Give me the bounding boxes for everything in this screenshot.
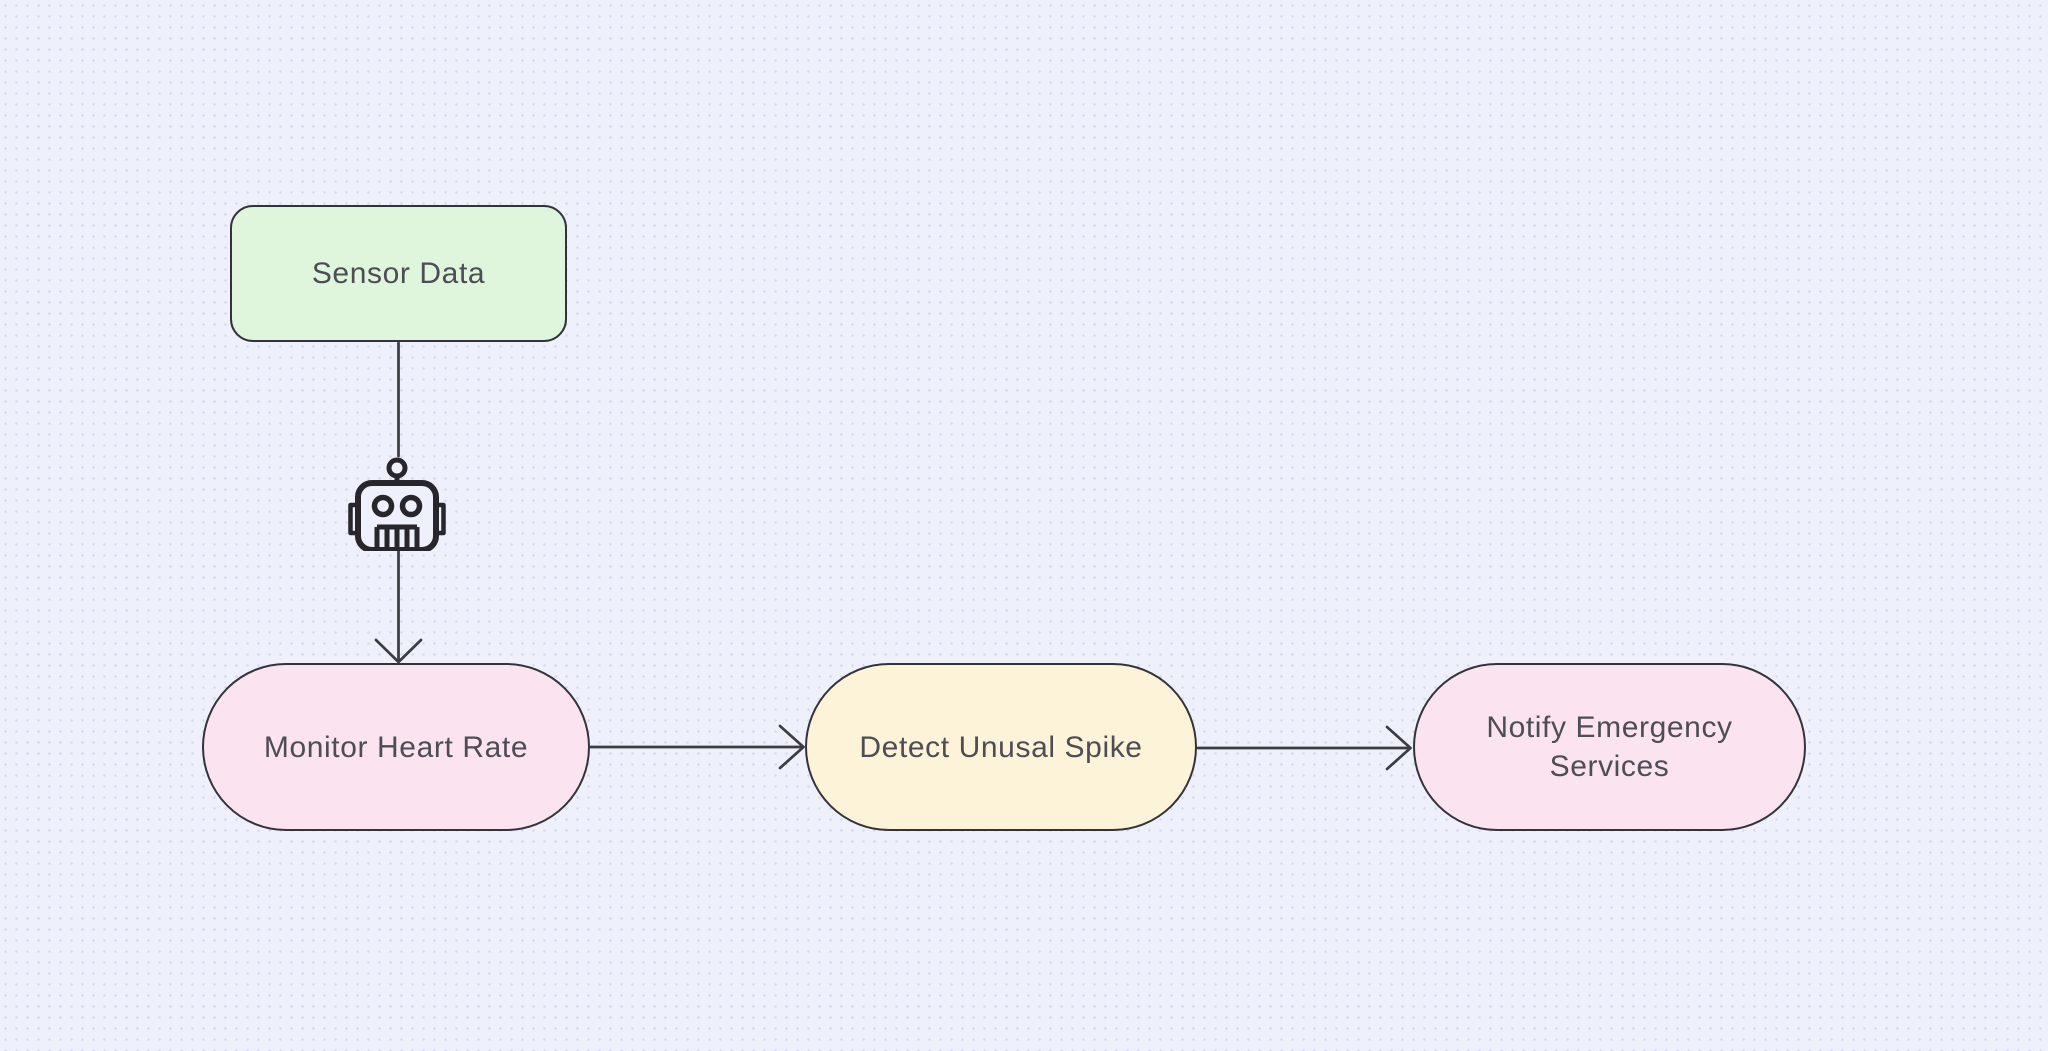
node-detect-unusal-spike[interactable]: Detect Unusal Spike — [805, 663, 1197, 831]
node-notify-emergency-services[interactable]: Notify Emergency Services — [1413, 663, 1806, 831]
arrowhead-right — [1385, 725, 1412, 771]
node-label: Detect Unusal Spike — [859, 730, 1143, 764]
edge-monitor-to-detect — [589, 724, 805, 770]
robot-icon — [348, 457, 446, 551]
node-label: Notify Emergency Services — [1486, 711, 1733, 783]
node-label: Sensor Data — [311, 257, 486, 290]
robot-eye-right — [399, 494, 423, 518]
edge-detect-to-notify — [1196, 725, 1412, 771]
robot-mouth — [374, 524, 420, 547]
node-monitor-heart-rate[interactable]: Monitor Heart Rate — [202, 663, 590, 831]
robot-antenna-tip — [386, 457, 408, 479]
arrowhead-down — [374, 638, 423, 664]
arrowhead-right — [778, 724, 805, 770]
robot-eye-left — [371, 494, 395, 518]
node-label: Monitor Heart Rate — [263, 730, 529, 764]
node-sensor-data[interactable]: Sensor Data — [230, 205, 567, 342]
